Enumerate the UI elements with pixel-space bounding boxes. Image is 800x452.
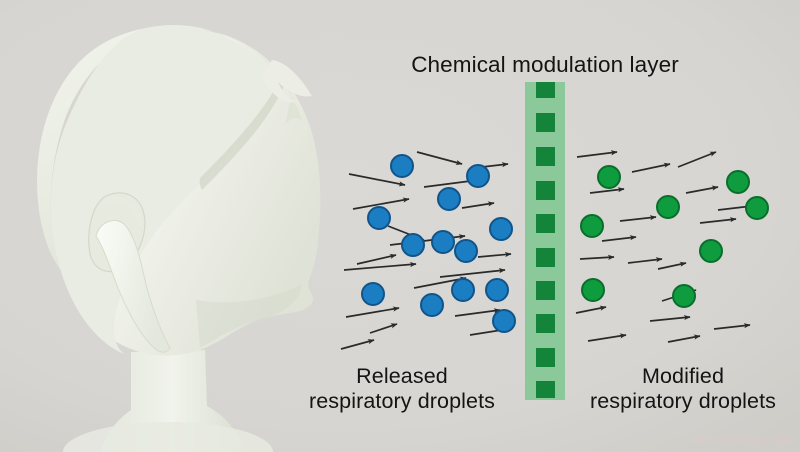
mannequin-jaw-shadow (196, 284, 302, 348)
released-respiratory-droplets (361, 154, 516, 333)
membrane-bar (525, 82, 565, 400)
face-mask (95, 220, 171, 353)
modified-respiratory-droplets (580, 165, 769, 308)
watermark: SCIENCEAQ.COM (699, 436, 794, 446)
page-title: Chemical modulation layer (411, 52, 679, 77)
chemical-modulation-membrane (525, 82, 565, 400)
mask-ear-loop (105, 196, 143, 227)
left-caption: Released respiratory droplets (308, 364, 496, 414)
left-flow-arrows (340, 151, 512, 350)
mannequin-hair-edge (199, 80, 284, 190)
membrane-pores (536, 82, 555, 398)
right-caption: Modified respiratory droplets (589, 364, 777, 414)
mannequin-shoulder-shadow (63, 422, 273, 452)
mannequin-head (37, 25, 321, 452)
mannequin-hair-tip (262, 60, 312, 103)
